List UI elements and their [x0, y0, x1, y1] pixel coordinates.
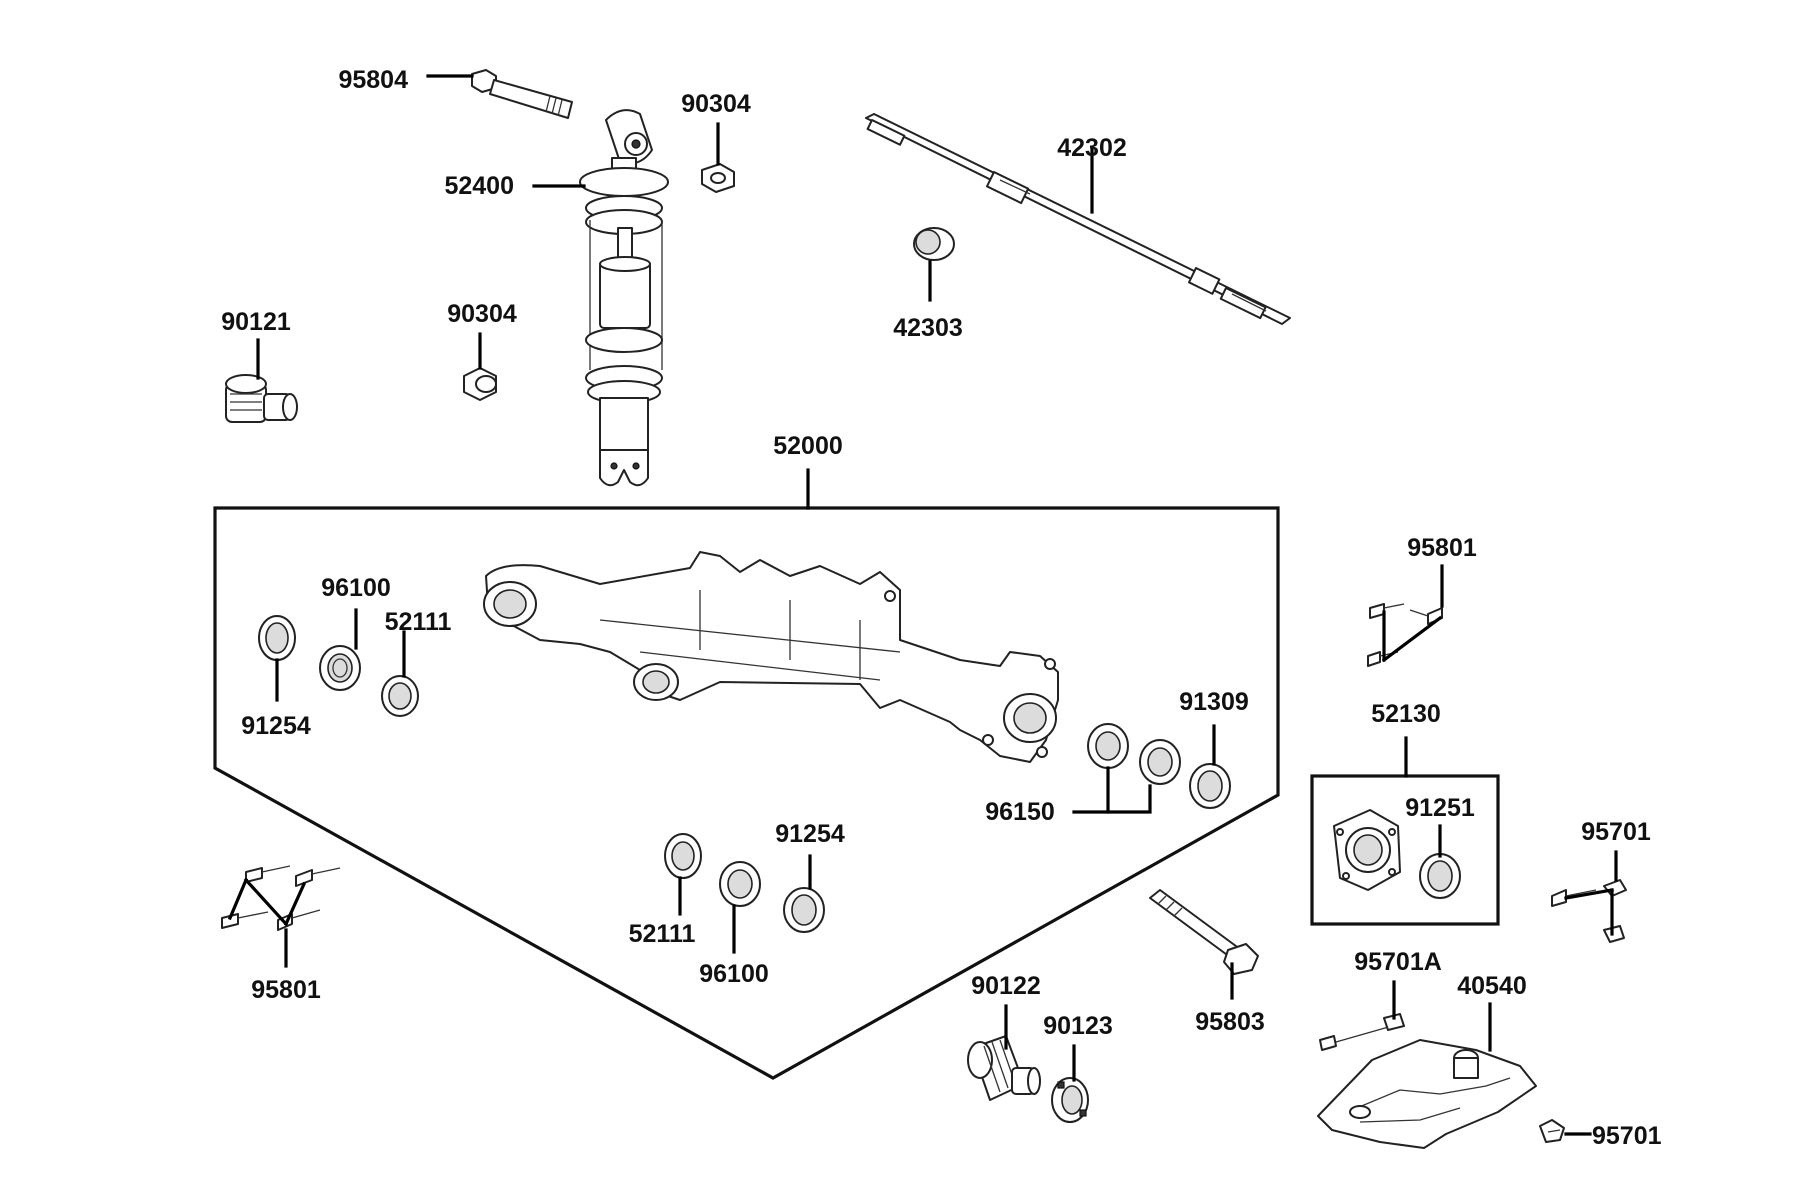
- swingarm-assembly-frame: [213, 468, 1280, 1080]
- oil-seal-91254-bottom[interactable]: [783, 887, 825, 933]
- bearing-96100-bottom[interactable]: [719, 861, 761, 907]
- bearing-96150-b[interactable]: [1139, 739, 1181, 785]
- collar-52111-bottom[interactable]: [664, 833, 702, 879]
- part-label-90304-mid[interactable]: 90304: [447, 300, 517, 328]
- pivot-plug-90121[interactable]: [225, 374, 298, 423]
- rear-axle-42302[interactable]: [865, 113, 1291, 325]
- part-label-95701-top[interactable]: 95701: [1581, 818, 1651, 846]
- part-label-95701A[interactable]: 95701A: [1354, 948, 1442, 976]
- part-label-90121[interactable]: 90121: [221, 308, 291, 336]
- part-label-42302[interactable]: 42302: [1057, 134, 1127, 162]
- part-label-95804[interactable]: 95804: [338, 66, 408, 94]
- bolt-set-95701-top[interactable]: [1551, 879, 1627, 943]
- part-label-95803[interactable]: 95803: [1195, 1008, 1265, 1036]
- nut-90304-top[interactable]: [701, 163, 735, 193]
- bolt-set-95801-right[interactable]: [1367, 603, 1443, 667]
- part-label-52111-bottom[interactable]: 52111: [629, 920, 696, 948]
- part-label-96100-bottom[interactable]: 96100: [699, 960, 769, 988]
- part-label-52000[interactable]: 52000: [773, 432, 843, 460]
- bolt-95701-bottom[interactable]: [1539, 1119, 1565, 1143]
- guard-plate-40540[interactable]: [1317, 1039, 1537, 1149]
- part-label-52130[interactable]: 52130: [1371, 700, 1441, 728]
- part-label-95801-left[interactable]: 95801: [251, 976, 321, 1004]
- bolt-95701A[interactable]: [1319, 1013, 1405, 1051]
- bolt-95803[interactable]: [1149, 889, 1259, 975]
- part-label-42303[interactable]: 42303: [893, 314, 963, 342]
- swingarm-body[interactable]: [483, 551, 1059, 763]
- lock-nut-90123[interactable]: [1051, 1077, 1089, 1123]
- part-label-91254-bottom[interactable]: 91254: [775, 820, 845, 848]
- oil-seal-42303[interactable]: [913, 227, 955, 261]
- part-label-95701-bottom[interactable]: 95701: [1592, 1122, 1662, 1150]
- collar-52111-top[interactable]: [381, 675, 419, 717]
- rear-shock-absorber[interactable]: [579, 109, 669, 487]
- part-label-90304-top[interactable]: 90304: [681, 90, 751, 118]
- part-label-91309[interactable]: 91309: [1179, 688, 1249, 716]
- part-label-90123[interactable]: 90123: [1043, 1012, 1113, 1040]
- oil-seal-91254-top[interactable]: [258, 615, 296, 661]
- oil-seal-91251[interactable]: [1419, 853, 1461, 899]
- part-label-95801-right[interactable]: 95801: [1407, 534, 1477, 562]
- bolt-set-95801-left[interactable]: [221, 865, 341, 931]
- part-label-40540[interactable]: 40540: [1457, 972, 1527, 1000]
- bearing-96150-a[interactable]: [1087, 723, 1129, 769]
- part-label-91251[interactable]: 91251: [1405, 794, 1475, 822]
- bushing-90122[interactable]: [967, 1035, 1041, 1101]
- part-label-52400[interactable]: 52400: [444, 172, 514, 200]
- part-label-96150[interactable]: 96150: [985, 798, 1055, 826]
- bearing-96100-top[interactable]: [319, 645, 361, 691]
- nut-90304-mid[interactable]: [463, 367, 497, 401]
- part-label-96100-top[interactable]: 96100: [321, 574, 391, 602]
- seal-plate-52130[interactable]: [1333, 809, 1401, 891]
- part-label-90122[interactable]: 90122: [971, 972, 1041, 1000]
- bolt-95804[interactable]: [471, 69, 573, 119]
- part-label-91254-top[interactable]: 91254: [241, 712, 311, 740]
- part-label-52111-top[interactable]: 52111: [385, 608, 452, 636]
- oil-seal-91309[interactable]: [1189, 763, 1231, 809]
